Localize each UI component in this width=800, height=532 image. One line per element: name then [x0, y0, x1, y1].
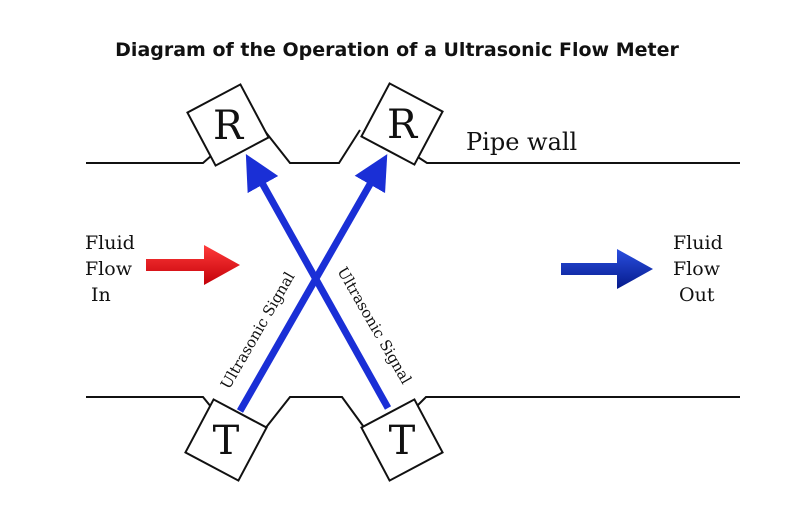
outlet-label-line-1: Fluid [673, 232, 723, 254]
inlet-label-line-1: Fluid [85, 232, 135, 254]
outlet-flow-arrow [561, 249, 653, 289]
pipe-wall-label: Pipe wall [466, 128, 577, 156]
outlet-label-line-3: Out [679, 284, 715, 306]
transmitter-left: T [184, 398, 268, 482]
transmitter-right-letter: T [389, 418, 416, 464]
transmitter-left-letter: T [213, 418, 240, 464]
diagram-title: Diagram of the Operation of a Ultrasonic… [115, 39, 679, 61]
receiver-left-letter: R [213, 103, 245, 149]
receiver-right-letter: R [387, 102, 419, 148]
receiver-left: R [186, 83, 270, 167]
receiver-right: R [360, 82, 444, 166]
signal-beam-left-to-right [236, 154, 388, 413]
inlet-flow-arrow [146, 245, 240, 285]
inlet-label-line-2: Flow [85, 258, 133, 280]
transmitter-right: T [360, 398, 444, 482]
signal-beam-right-to-left [245, 154, 392, 410]
outlet-label-line-2: Flow [673, 258, 721, 280]
inlet-label-line-3: In [91, 284, 111, 306]
